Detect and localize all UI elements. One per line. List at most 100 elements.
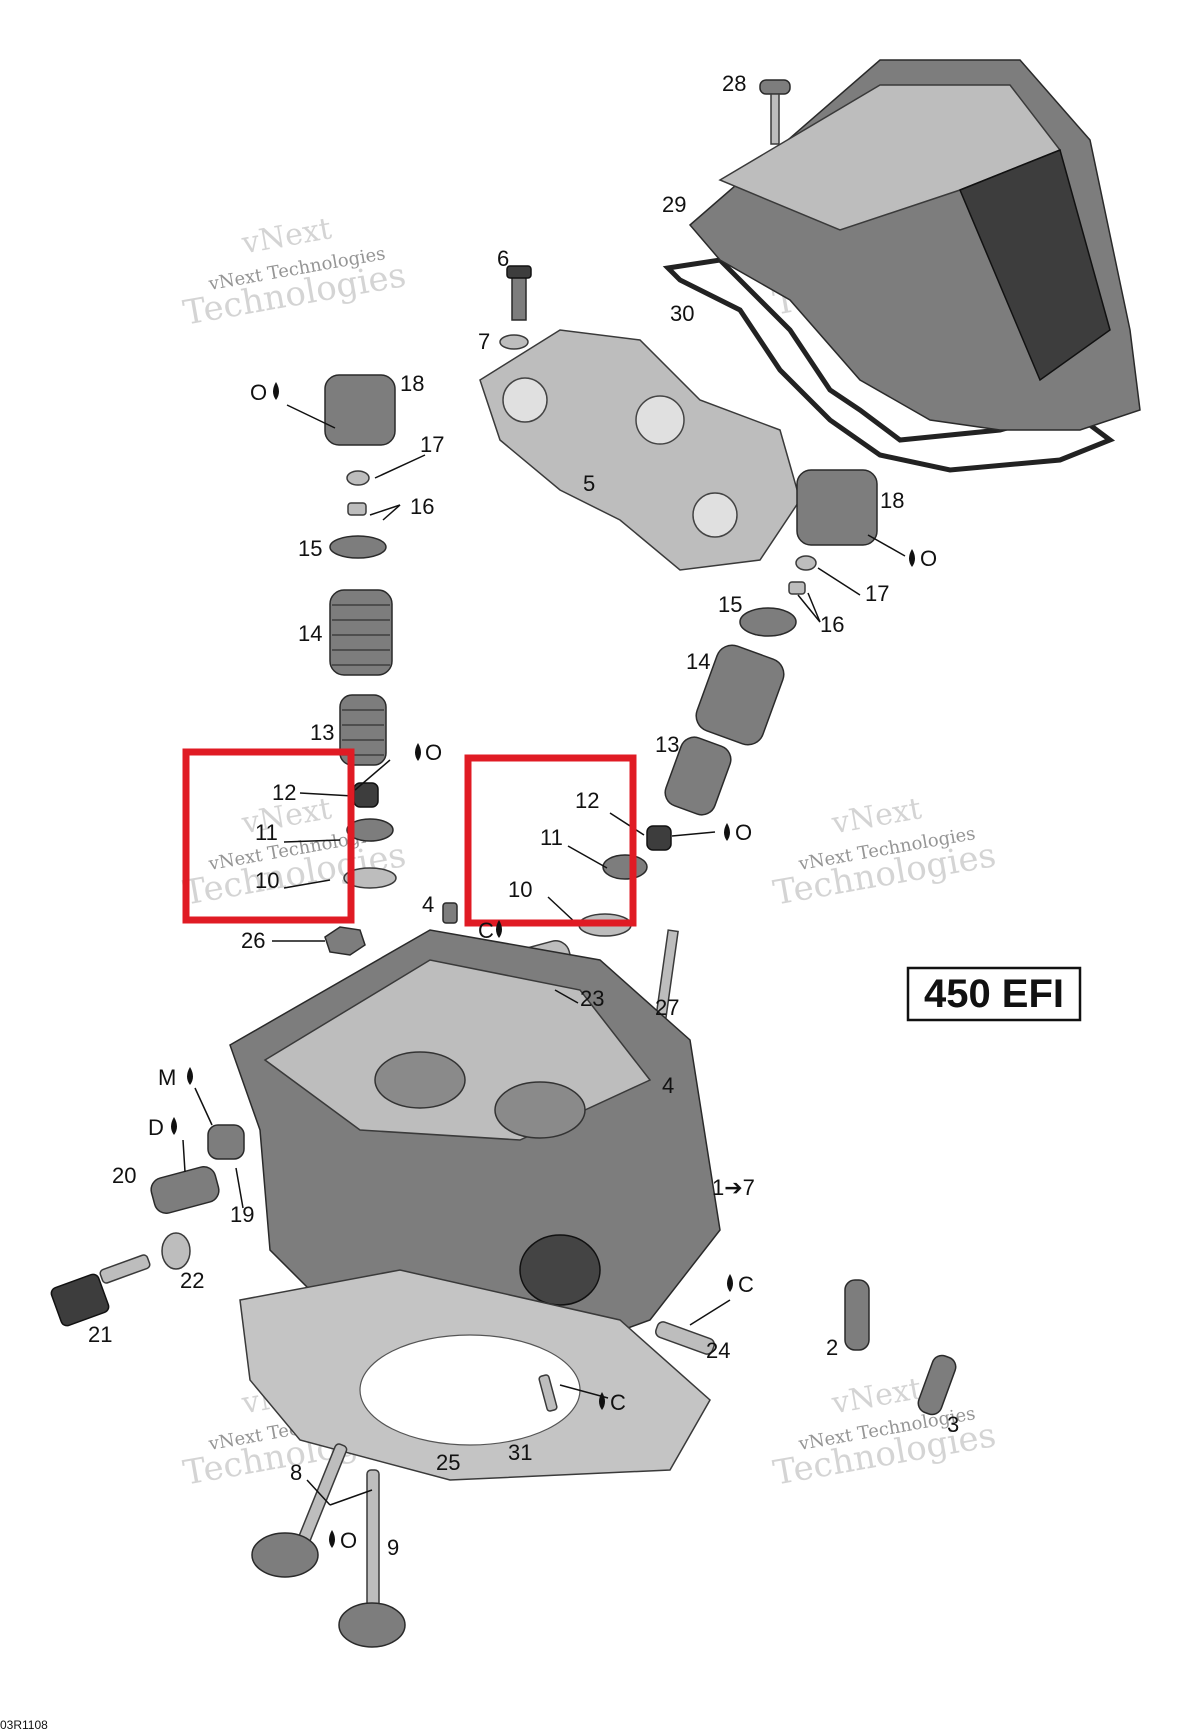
callout-10-left: 10 [255,868,279,893]
spring-seat-left [346,818,394,842]
callout-13-left: 13 [310,720,334,745]
dowel-pin-upper [442,902,458,924]
head-gasket [239,1269,711,1481]
callout-18-left: 18 [400,371,424,396]
valve-mark: O [340,1528,357,1553]
model-label: 450 EFI [924,972,1064,1016]
elbow-fitting [150,1166,220,1214]
valve-shim-right [795,555,817,571]
valve-cotter-left [347,502,367,516]
valve-tappet-left [324,374,396,446]
plug-m [207,1124,245,1160]
callout-18-right: 18 [880,488,904,513]
dowel-sleeve-24 [655,1321,715,1355]
drawing-code: 03R1108 [0,1718,48,1732]
callout-16-right: 16 [820,612,844,637]
callout-14-right: 14 [686,649,710,674]
watermark-top-left: vNext vNext Technologies Technologies [180,211,409,333]
valve-shim-left [346,470,370,486]
callout-18-left-mark: O [250,380,267,405]
callout-7: 7 [478,329,490,354]
callout-12-left: 12 [272,780,296,805]
callout-19: 19 [230,1202,254,1227]
drop-icon [273,382,279,400]
callout-18-right-mark: O [920,546,937,571]
callout-29: 29 [662,192,686,217]
callout-12-right: 12 [575,788,599,813]
valve-tappet-right [796,469,878,546]
valve-cover-screw [759,79,791,145]
callout-8: 8 [290,1460,302,1485]
callout-14-left: 14 [298,621,322,646]
callout-24: 24 [706,1338,730,1363]
sealing-washer [161,1232,191,1270]
spring-washer-left [343,867,397,889]
watermark-mid-right: vNext vNext Technologies Technologies [770,791,999,913]
callout-22: 22 [180,1268,204,1293]
drop-icon [724,823,730,841]
callout-13-right: 13 [655,732,679,757]
callout-30: 30 [670,301,694,326]
leader-lines [182,404,906,1506]
valve-seal-left [353,782,379,808]
inner-spring-right [664,736,732,816]
callout-3: 3 [947,1412,959,1437]
callout-9: 9 [387,1535,399,1560]
seal-mark-left: O [425,740,442,765]
spring-retainer-left [329,535,387,559]
callout-28: 28 [722,71,746,96]
drop-icon [171,1117,177,1135]
outer-spring-left [329,589,393,676]
callout-31-mark: C [610,1390,626,1415]
callout-d: D [148,1115,164,1140]
highlight-box-left [182,748,355,924]
intake-valve [251,1443,348,1578]
drop-icon [909,549,915,567]
cylinder-head [229,929,721,1361]
drop-icon [329,1530,335,1548]
callout-4-lower: 4 [662,1073,674,1098]
drop-icon [599,1392,605,1410]
exhaust-valve [338,1469,406,1648]
camshaft-bearing-cap [479,329,801,571]
outer-spring-right [695,644,785,746]
callout-m: M [158,1065,176,1090]
inner-spring-left [339,694,387,766]
watermark-bottom-right: vNext vNext Technologies Technologies [770,1371,999,1493]
spring-retainer-right [739,607,797,637]
callout-4-upper: 4 [422,892,434,917]
sleeve-2 [844,1279,870,1351]
callout-11-right: 11 [540,825,563,850]
callout-1-to-7: 1➔7 [712,1175,755,1200]
callout-31: 31 [508,1440,532,1465]
bearing-cap-screw [506,265,532,321]
callout-26: 26 [241,928,265,953]
callout-11-left: 11 [255,820,278,845]
callout-10-right: 10 [508,877,532,902]
valve-cover [688,59,1141,431]
valve-seal-right [646,825,672,851]
model-label-box: 450 EFI [906,966,1082,1022]
valve-cotter-right [788,581,806,595]
callout-25: 25 [436,1450,460,1475]
drop-icon [415,743,421,761]
callout-6: 6 [497,246,509,271]
sleeve-3 [917,1354,957,1416]
drop-icon [727,1274,733,1292]
callout-17-left: 17 [420,432,444,457]
callout-27: 27 [655,995,679,1020]
hex-nut [324,926,366,956]
callout-17-right: 17 [865,581,889,606]
highlight-box-right [464,754,637,927]
callout-labels: 28 29 30 6 7 5 O 18 17 16 15 14 13 O 12 … [88,71,959,1560]
callout-15-left: 15 [298,536,322,561]
pin-31 [538,1374,558,1412]
callout-24-mark: C [738,1272,754,1297]
callout-20: 20 [112,1163,136,1188]
callout-23: 23 [580,986,604,1011]
spring-seat-right [602,854,648,880]
callout-5: 5 [583,471,595,496]
lubricant-drop-icons [171,382,915,1548]
callout-21: 21 [88,1322,112,1347]
